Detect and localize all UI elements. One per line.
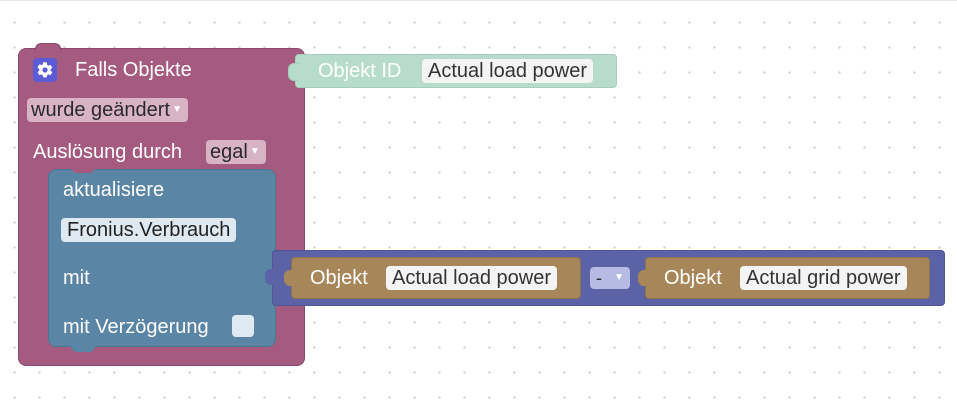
objekt-left-block[interactable]: Objekt Actual load power bbox=[284, 257, 581, 299]
object-id-block[interactable]: Objekt ID Actual load power bbox=[288, 54, 617, 88]
workspace-top-border bbox=[0, 0, 957, 1]
object-id-value[interactable]: Actual load power bbox=[422, 59, 593, 83]
objekt-left-label: Objekt bbox=[310, 267, 368, 289]
next-connector bbox=[71, 344, 95, 352]
gear-icon[interactable] bbox=[33, 58, 57, 82]
objekt-right-connector bbox=[638, 270, 648, 286]
objekt-right-value[interactable]: Actual grid power bbox=[740, 266, 907, 290]
objekt-left-value[interactable]: Actual load power bbox=[386, 266, 557, 290]
trigger-by-dropdown[interactable]: egal ▼ bbox=[206, 140, 266, 164]
object-id-label: Objekt ID bbox=[318, 60, 402, 82]
update-variable[interactable]: Fronius.Verbrauch bbox=[61, 218, 237, 242]
with-label: mit bbox=[63, 267, 90, 289]
trigger-mode-dropdown[interactable]: wurde geändert ▼ bbox=[27, 98, 188, 122]
gear-icon-svg bbox=[37, 62, 53, 78]
delay-label: mit Verzögerung bbox=[63, 316, 209, 338]
trigger-mode-value: wurde geändert bbox=[31, 99, 170, 121]
update-label: aktualisiere bbox=[63, 179, 165, 201]
objekt-left-connector bbox=[284, 270, 294, 286]
input-connector bbox=[288, 63, 299, 81]
chevron-down-icon: ▼ bbox=[249, 146, 260, 157]
update-block[interactable]: aktualisiere Fronius.Verbrauch mit mit V… bbox=[48, 165, 283, 352]
delay-checkbox[interactable] bbox=[232, 315, 254, 337]
math-connector bbox=[265, 269, 275, 285]
event-title: Falls Objekte bbox=[75, 59, 192, 81]
event-hat bbox=[35, 43, 61, 52]
math-minus-block[interactable]: Objekt Actual load power - ▼ Objekt Actu… bbox=[265, 250, 945, 306]
trigger-by-value: egal bbox=[210, 141, 248, 163]
objekt-right-block[interactable]: Objekt Actual grid power bbox=[638, 257, 930, 299]
operator-value: - bbox=[596, 268, 602, 288]
trigger-by-label: Auslösung durch bbox=[33, 141, 182, 163]
operator-dropdown[interactable]: - ▼ bbox=[590, 267, 630, 289]
chevron-down-icon: ▼ bbox=[172, 104, 182, 115]
chevron-down-icon: ▼ bbox=[614, 272, 624, 283]
objekt-right-label: Objekt bbox=[664, 267, 722, 289]
statement-connector bbox=[71, 165, 95, 173]
